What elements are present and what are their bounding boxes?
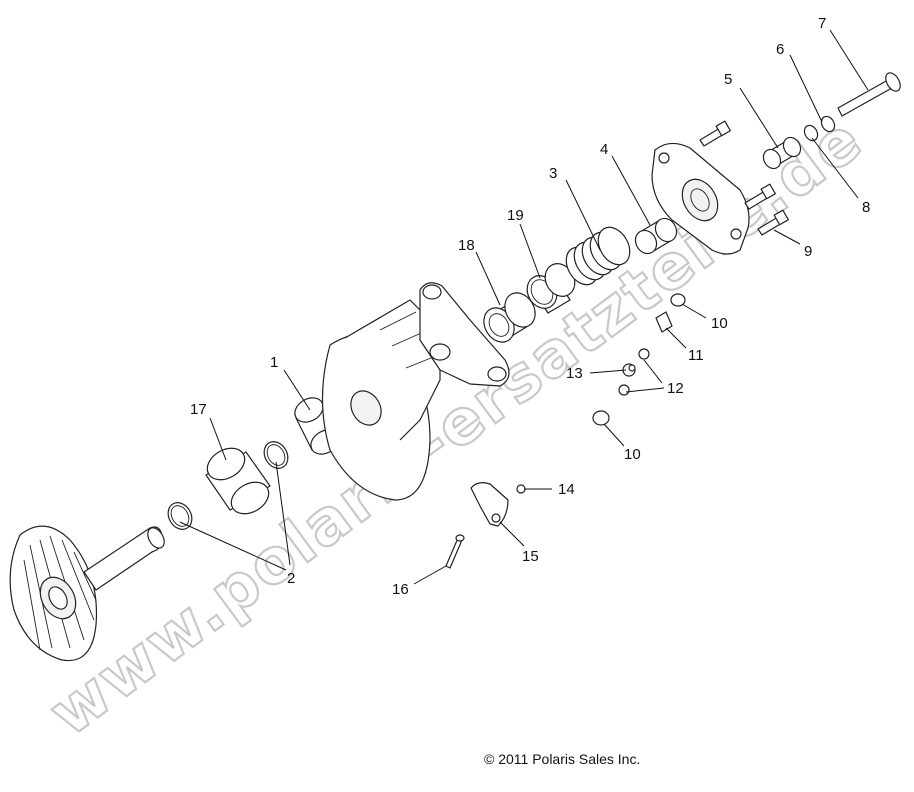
callout-13: 13 [566,365,583,382]
callout-15: 15 [522,548,539,565]
pin-part [445,534,465,569]
callout-12: 12 [667,380,684,397]
bearing-part [483,292,536,343]
weight-arm-part [470,482,509,527]
copyright-notice: © 2011 Polaris Sales Inc. [484,751,641,767]
callout-7: 7 [818,15,826,32]
bolt-parts [699,120,789,236]
watermark: www.polaris-ersatzteile.de [34,101,876,752]
callout-17: 17 [190,401,207,418]
callout-6: 6 [776,41,784,58]
spider-arm-part [419,282,510,387]
callout-18: 18 [458,237,475,254]
spacer-tube-part [205,447,271,515]
leader-lines [179,29,869,585]
callout-16: 16 [392,581,409,598]
cover-bushing-part [634,217,678,255]
washer-parts [803,115,836,142]
callout-3: 3 [549,165,557,182]
ring-seal-parts [167,441,289,530]
callout-10b: 10 [624,446,641,463]
movable-sheave-part [321,299,441,501]
nut-part [516,484,526,494]
roller-small-parts [592,293,686,426]
watermark-text: www.polaris-ersatzteile.de [36,102,876,750]
callout-4: 4 [600,141,608,158]
callout-8: 8 [862,199,870,216]
roller-spacer-part [762,136,802,170]
callout-labels: 1 2 3 4 5 6 7 8 9 10 10 11 12 13 14 15 1… [190,15,870,598]
callout-14: 14 [558,481,575,498]
fixed-sheave-part [9,525,165,662]
sleeve-part [526,263,576,314]
callout-5: 5 [724,71,732,88]
callout-1: 1 [270,354,278,371]
spring-part [565,226,631,286]
callout-10a: 10 [711,315,728,332]
pin-bolt-part [837,72,901,117]
cover-plate-part [651,142,750,255]
callout-11: 11 [688,347,704,364]
callout-19: 19 [507,207,524,224]
callout-2: 2 [287,570,295,587]
callout-9: 9 [804,243,812,260]
